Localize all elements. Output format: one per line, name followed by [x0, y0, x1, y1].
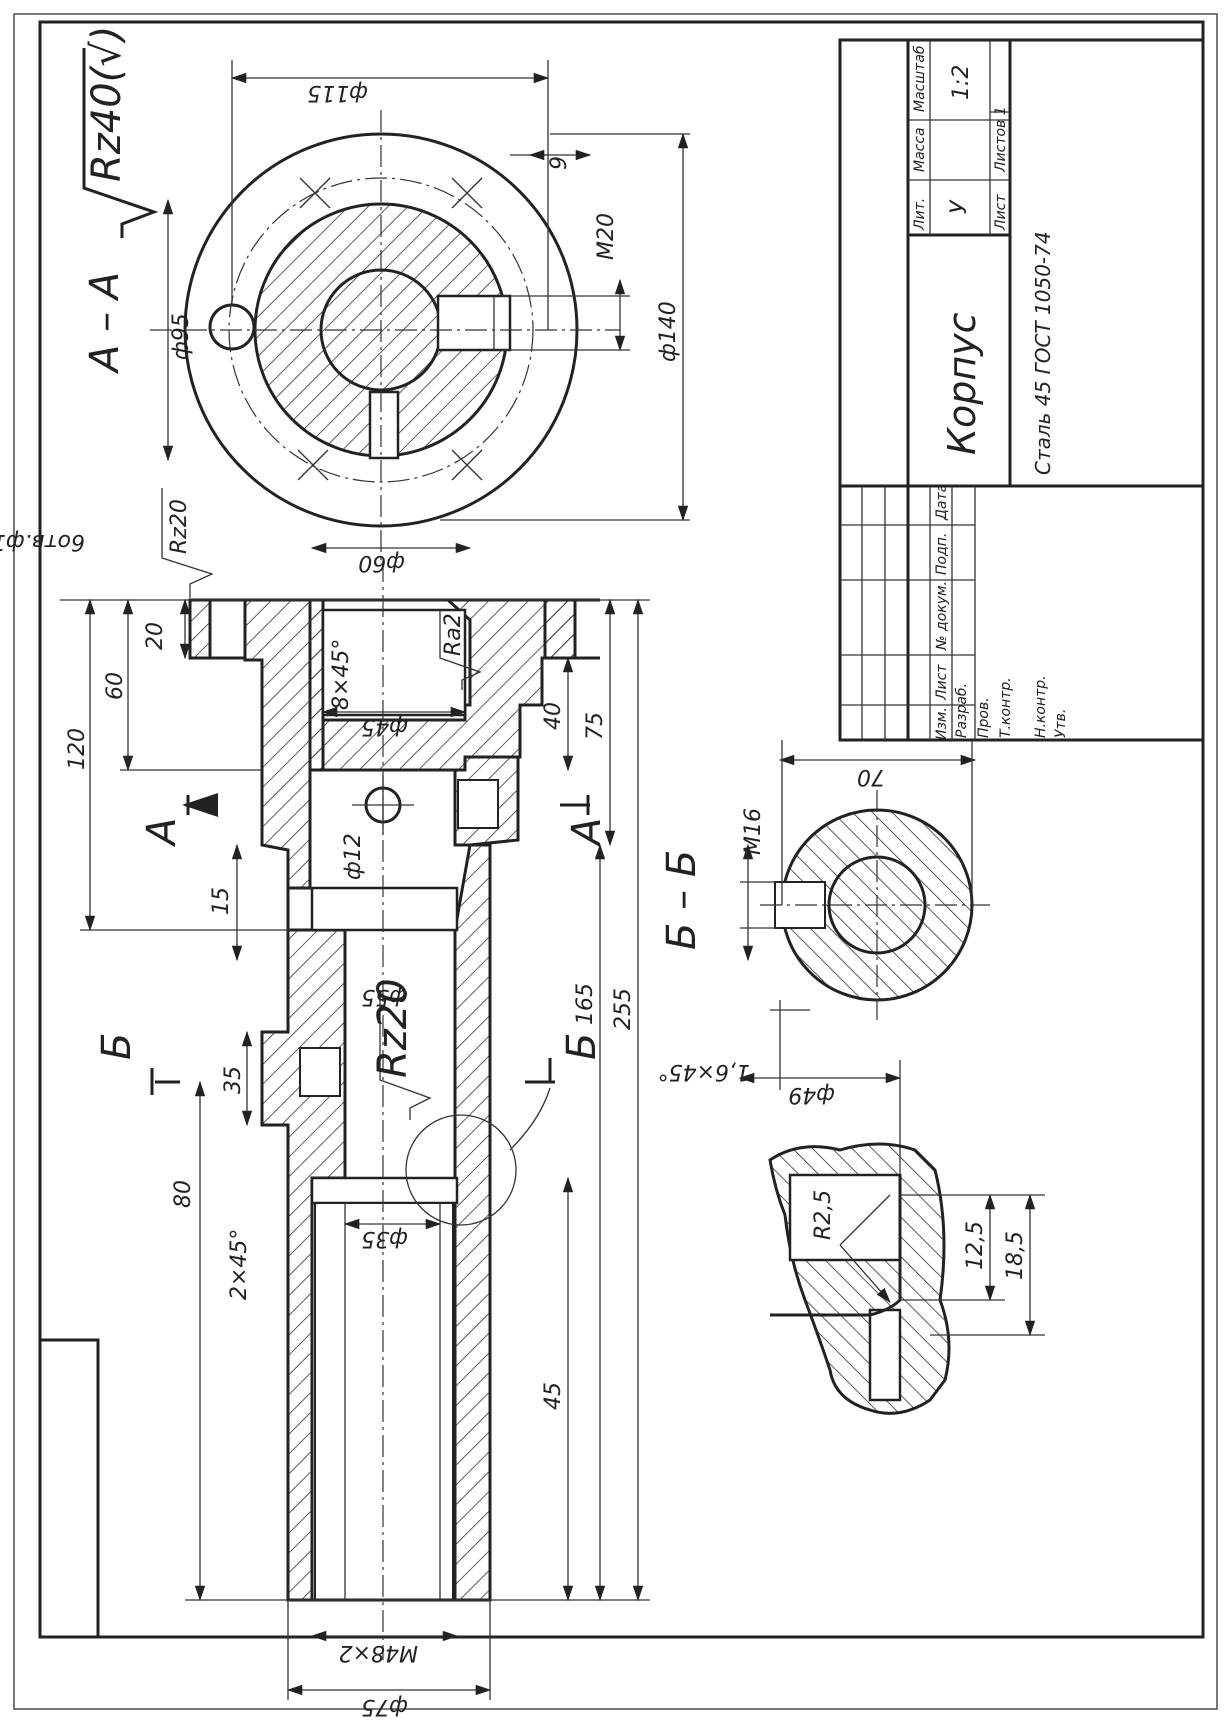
dim-d12: ф12: [341, 833, 366, 880]
drawing-frame: [38, 20, 1205, 1639]
dim-m16: М16: [741, 808, 766, 855]
roughness-holes: Rz20: [161, 488, 214, 598]
dim-165: 165: [573, 983, 598, 1025]
material: Сталь 45 ГОСТ 1050-74: [1031, 231, 1055, 475]
roughness-holes-label: Rz20: [167, 499, 192, 554]
tb-h-date: Дата: [934, 484, 950, 521]
dim-45: 45: [541, 1382, 566, 1410]
dim-r2-5: R2,5: [811, 1190, 836, 1240]
dim-d35: ф35: [361, 1226, 408, 1251]
dim-d115: ф115: [307, 80, 368, 105]
dim-d45: ф45: [361, 714, 408, 739]
tb-lit: Лит.: [912, 198, 928, 231]
dim-m48: М48×2: [339, 1640, 418, 1665]
dim-9: 9: [547, 156, 572, 170]
dim-12-5: 12,5: [963, 1221, 988, 1270]
tb-sheet: Лист: [993, 194, 1009, 231]
tb-h-izm: Изм.: [934, 707, 950, 740]
dim-15: 15: [209, 887, 234, 915]
tb-h-doc: № докум.: [934, 581, 950, 651]
roughness-ra2: Ra2: [439, 610, 482, 690]
dim-d140: ф140: [656, 301, 681, 362]
cut-mark-b-right: Б: [559, 1033, 605, 1060]
tb-r-app: Утв.: [1053, 709, 1069, 738]
dim-120: 120: [65, 728, 90, 770]
tb-h-sign: Подп.: [934, 533, 950, 575]
roughness-bore: Rz20: [370, 978, 432, 1120]
tb-mass: Масса: [912, 127, 928, 172]
tb-r-tk: Т.контр.: [998, 677, 1014, 738]
dim-80: 80: [171, 1180, 196, 1208]
sheet-border: [13, 13, 1218, 1710]
tb-scale-label: Масштаб: [912, 45, 928, 112]
tb-r-chk: Пров.: [976, 697, 992, 738]
cut-mark-a-right: А: [564, 818, 610, 848]
dim-d60: ф60: [358, 550, 405, 575]
roughness-bore-label: Rz20: [370, 978, 416, 1078]
roughness-ra2-label: Ra2: [441, 613, 466, 656]
main-view: [60, 542, 650, 1700]
general-roughness-label: Rz40(√): [84, 26, 130, 182]
tb-sheets: Листов 1: [993, 106, 1009, 173]
section-bb: [738, 740, 990, 1180]
dim-d75: ф75: [361, 1694, 408, 1719]
dim-20: 20: [143, 622, 168, 650]
dim-m20: М20: [594, 213, 619, 260]
dim-40: 40: [541, 702, 566, 730]
dim-d95: ф95: [169, 313, 194, 360]
view-label-bb: Б – Б: [659, 850, 705, 950]
cut-mark-b-left: Б: [94, 1033, 140, 1060]
tb-r-dev: Разраб.: [954, 683, 970, 738]
dim-255: 255: [611, 988, 636, 1030]
detail-view: [768, 1142, 1045, 1415]
part-name: Корпус: [940, 312, 984, 455]
tb-lit-value: У: [947, 199, 972, 214]
corner-stamp: [38, 1338, 100, 1639]
dim-60: 60: [103, 672, 128, 700]
dim-75: 75: [583, 712, 608, 740]
view-label-aa: А – А: [82, 272, 128, 375]
dim-2x45: 2×45°: [227, 1229, 252, 1300]
dim-holes: 6отв.ф15: [0, 529, 85, 554]
general-roughness: Rz40(√): [82, 26, 159, 238]
title-block: [838, 38, 1205, 742]
dim-8x45: 8×45°: [329, 639, 354, 710]
section-aa: [150, 60, 690, 560]
dim-1-6x45: 1,6×45°: [658, 1059, 750, 1084]
dim-18-5: 18,5: [1003, 1231, 1028, 1280]
dim-70: 70: [857, 764, 885, 789]
dim-35: 35: [221, 1066, 246, 1094]
dim-d55: ф55: [361, 984, 408, 1009]
cut-mark-a-left: А: [139, 818, 185, 848]
tb-h-list: Лист: [934, 664, 950, 701]
tb-r-nk: Н.контр.: [1033, 675, 1049, 738]
dim-d49: ф49: [788, 1082, 835, 1107]
tb-scale: 1:2: [949, 65, 974, 100]
